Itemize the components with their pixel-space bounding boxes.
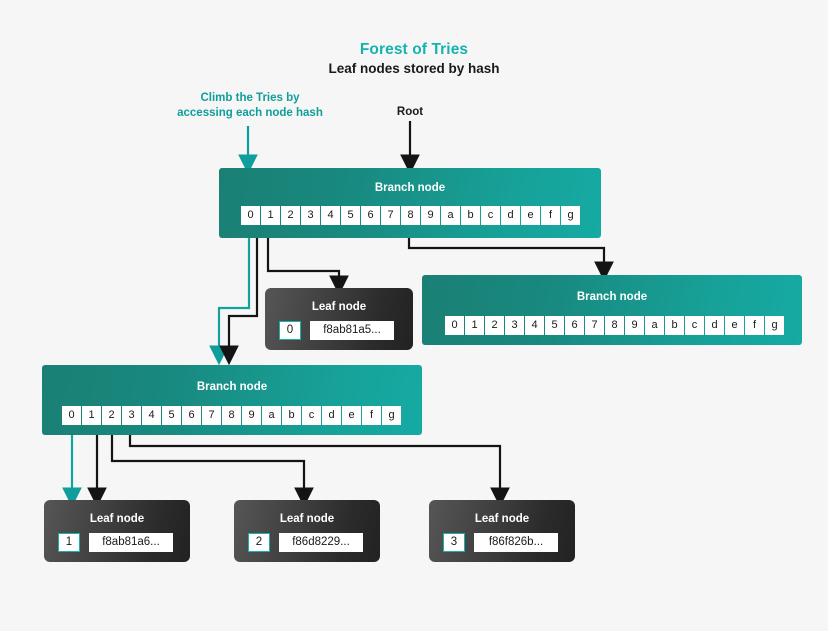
branch-node-root-label: Branch node — [374, 182, 446, 194]
branch-cell[interactable]: 3 — [122, 406, 141, 425]
branch-cell[interactable]: 8 — [605, 316, 624, 335]
branch-cell[interactable]: a — [645, 316, 664, 335]
annotation-climb-tries: Climb the Tries by accessing each node h… — [177, 92, 323, 119]
leaf-node-2-row: 2 f86d8229... — [248, 533, 363, 552]
branch-cell[interactable]: f — [362, 406, 381, 425]
branch-cell[interactable]: e — [342, 406, 361, 425]
leaf-node-0-hash[interactable]: f8ab81a5... — [310, 321, 394, 340]
branch-cell[interactable]: 2 — [102, 406, 121, 425]
branch-cell[interactable]: b — [282, 406, 301, 425]
wire-top0-black-to-branch-left — [219, 229, 259, 366]
leaf-node-0-label: Leaf node — [311, 301, 367, 313]
branch-cell[interactable]: 8 — [222, 406, 241, 425]
leaf-node-0-index[interactable]: 0 — [279, 321, 301, 340]
branch-cell[interactable]: 5 — [545, 316, 564, 335]
branch-node-right-label: Branch node — [576, 291, 648, 303]
branch-cell[interactable]: 1 — [82, 406, 101, 425]
branch-cell[interactable]: g — [765, 316, 784, 335]
branch-node-root[interactable]: Branch node 0 1 2 3 4 5 6 7 8 9 a b c d … — [219, 168, 601, 238]
branch-cell[interactable]: 7 — [585, 316, 604, 335]
branch-cell[interactable]: b — [665, 316, 684, 335]
branch-node-right[interactable]: Branch node 0 1 2 3 4 5 6 7 8 9 a b c d … — [422, 275, 802, 345]
branch-cell[interactable]: 2 — [281, 206, 300, 225]
leaf-node-3-index[interactable]: 3 — [443, 533, 465, 552]
branch-cell[interactable]: e — [725, 316, 744, 335]
branch-cell[interactable]: 0 — [241, 206, 260, 225]
branch-node-lower-left-label: Branch node — [196, 381, 268, 393]
branch-cell[interactable]: c — [302, 406, 321, 425]
branch-node-root-cells: 0 1 2 3 4 5 6 7 8 9 a b c d e f g — [241, 206, 580, 225]
branch-cell[interactable]: b — [461, 206, 480, 225]
leaf-node-2-index[interactable]: 2 — [248, 533, 270, 552]
wire-left2-to-leaf2 — [110, 426, 314, 508]
leaf-node-0-row: 0 f8ab81a5... — [279, 321, 394, 340]
branch-cell[interactable]: 6 — [182, 406, 201, 425]
branch-cell[interactable]: d — [501, 206, 520, 225]
leaf-node-1-index[interactable]: 1 — [58, 533, 80, 552]
leaf-node-0[interactable]: Leaf node 0 f8ab81a5... — [265, 288, 413, 350]
leaf-node-1[interactable]: Leaf node 1 f8ab81a6... — [44, 500, 190, 562]
branch-cell[interactable]: d — [705, 316, 724, 335]
branch-cell[interactable]: f — [541, 206, 560, 225]
leaf-node-2-label: Leaf node — [279, 513, 335, 525]
branch-cell[interactable]: 0 — [62, 406, 81, 425]
branch-cell[interactable]: g — [382, 406, 401, 425]
branch-cell[interactable]: a — [262, 406, 281, 425]
branch-cell[interactable]: 2 — [485, 316, 504, 335]
branch-node-right-cells: 0 1 2 3 4 5 6 7 8 9 a b c d e f g — [445, 316, 784, 335]
branch-cell[interactable]: c — [481, 206, 500, 225]
leaf-node-1-label: Leaf node — [89, 513, 145, 525]
branch-cell[interactable]: 5 — [341, 206, 360, 225]
branch-cell[interactable]: 5 — [162, 406, 181, 425]
branch-cell[interactable]: 6 — [565, 316, 584, 335]
page-subtitle: Leaf nodes stored by hash — [328, 61, 500, 76]
branch-cell[interactable]: 7 — [202, 406, 221, 425]
branch-cell[interactable]: a — [441, 206, 460, 225]
branch-cell[interactable]: 7 — [381, 206, 400, 225]
branch-cell[interactable]: d — [322, 406, 341, 425]
wire-top0-to-branch-left — [209, 229, 251, 366]
branch-cell[interactable]: e — [521, 206, 540, 225]
branch-cell[interactable]: 0 — [445, 316, 464, 335]
branch-cell[interactable]: 4 — [142, 406, 161, 425]
branch-cell[interactable]: 8 — [401, 206, 420, 225]
branch-cell[interactable]: f — [745, 316, 764, 335]
leaf-node-3-hash[interactable]: f86f826b... — [474, 533, 558, 552]
branch-cell[interactable]: 6 — [361, 206, 380, 225]
leaf-node-2-hash[interactable]: f86d8229... — [279, 533, 363, 552]
leaf-node-1-hash[interactable]: f8ab81a6... — [89, 533, 173, 552]
annotation-root: Root — [396, 106, 424, 118]
leaf-node-3-row: 3 f86f826b... — [443, 533, 558, 552]
branch-cell[interactable]: 9 — [625, 316, 644, 335]
wire-left3-to-leaf3 — [128, 426, 510, 508]
branch-cell[interactable]: 3 — [301, 206, 320, 225]
branch-cell[interactable]: 9 — [421, 206, 440, 225]
leaf-node-1-row: 1 f8ab81a6... — [58, 533, 173, 552]
leaf-node-3[interactable]: Leaf node 3 f86f826b... — [429, 500, 575, 562]
branch-cell[interactable]: 1 — [261, 206, 280, 225]
branch-node-lower-left[interactable]: Branch node 0 1 2 3 4 5 6 7 8 9 a b c d … — [42, 365, 422, 435]
branch-node-lower-left-cells: 0 1 2 3 4 5 6 7 8 9 a b c d e f g — [62, 406, 401, 425]
page-title: Forest of Tries — [359, 41, 469, 58]
branch-cell[interactable]: 3 — [505, 316, 524, 335]
branch-cell[interactable]: g — [561, 206, 580, 225]
branch-cell[interactable]: c — [685, 316, 704, 335]
leaf-node-3-label: Leaf node — [474, 513, 530, 525]
leaf-node-2[interactable]: Leaf node 2 f86d8229... — [234, 500, 380, 562]
branch-cell[interactable]: 1 — [465, 316, 484, 335]
branch-cell[interactable]: 4 — [525, 316, 544, 335]
branch-cell[interactable]: 4 — [321, 206, 340, 225]
branch-cell[interactable]: 9 — [242, 406, 261, 425]
